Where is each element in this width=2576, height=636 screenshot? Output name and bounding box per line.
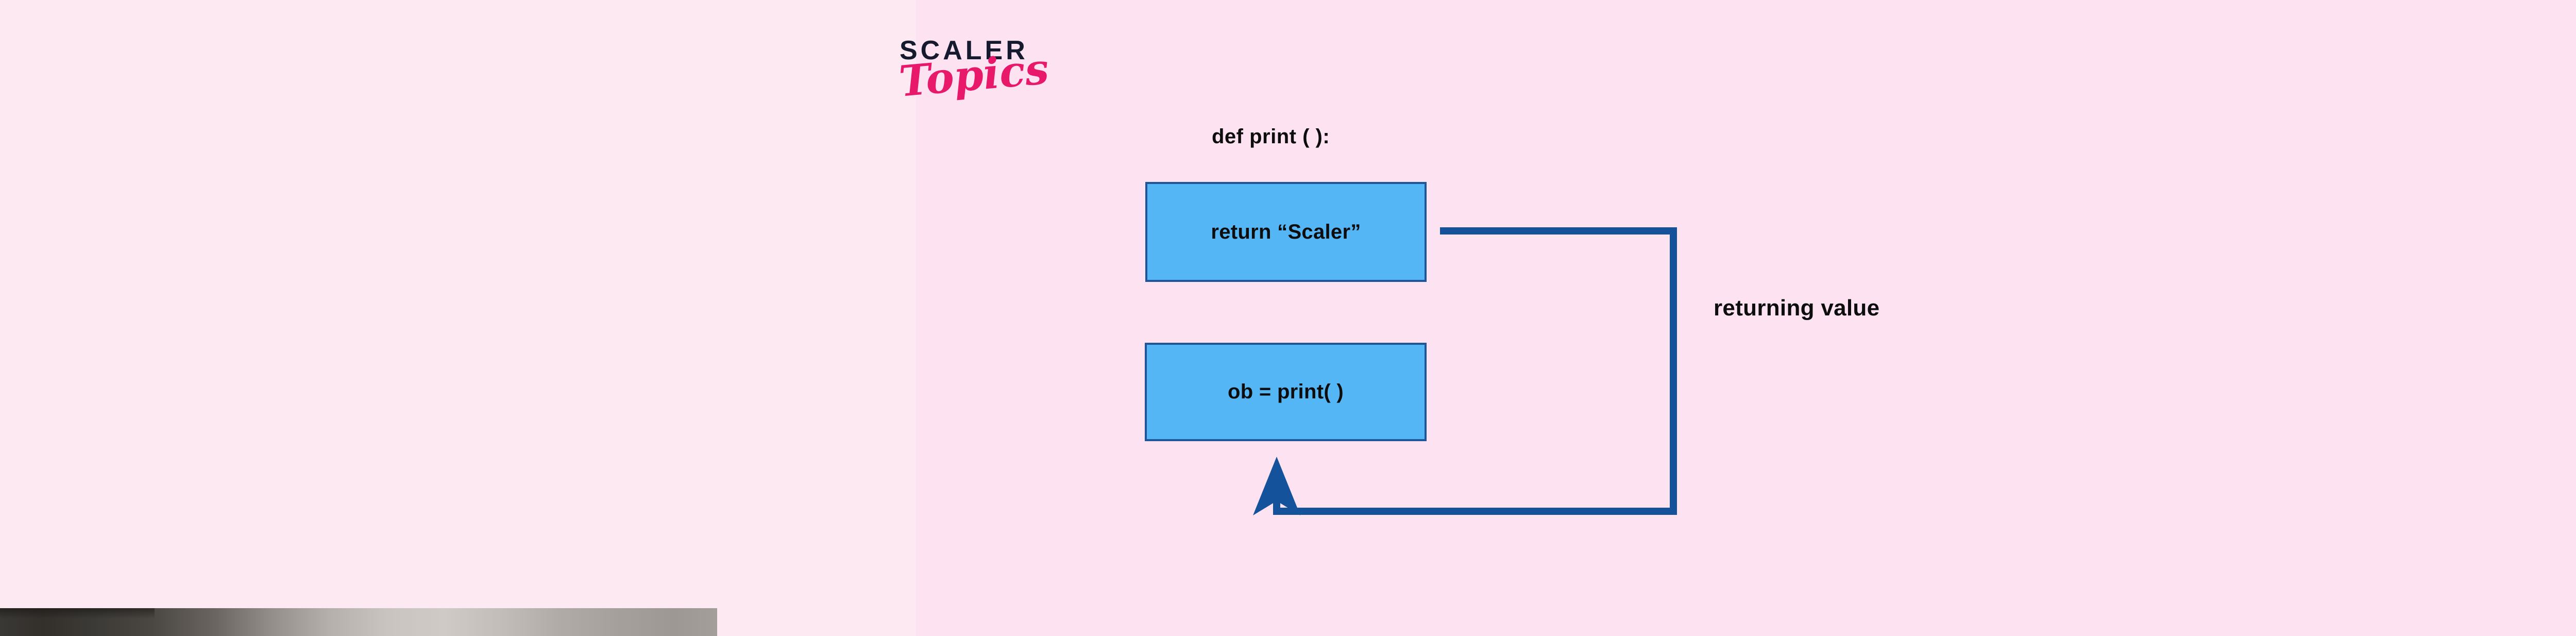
process-box-label: return “Scaler” [1211,220,1361,243]
photo-strip [0,608,717,636]
connector-arrowhead-icon [1253,457,1300,515]
background-panel-right [916,0,2576,636]
function-signature-label: def print ( ): [1212,125,1330,148]
process-box-function-call[interactable]: ob = print( ) [1145,343,1427,441]
process-box-return-statement[interactable]: return “Scaler” [1145,182,1427,282]
photo-strip-shadow [0,608,155,636]
logo-wordmark: SCALER [900,36,1028,65]
returning-value-label: returning value [1714,295,1880,321]
process-box-label: ob = print( ) [1228,380,1344,403]
background-panel-left [0,0,916,636]
scaler-topics-logo: SCALER Topics [897,37,1052,130]
